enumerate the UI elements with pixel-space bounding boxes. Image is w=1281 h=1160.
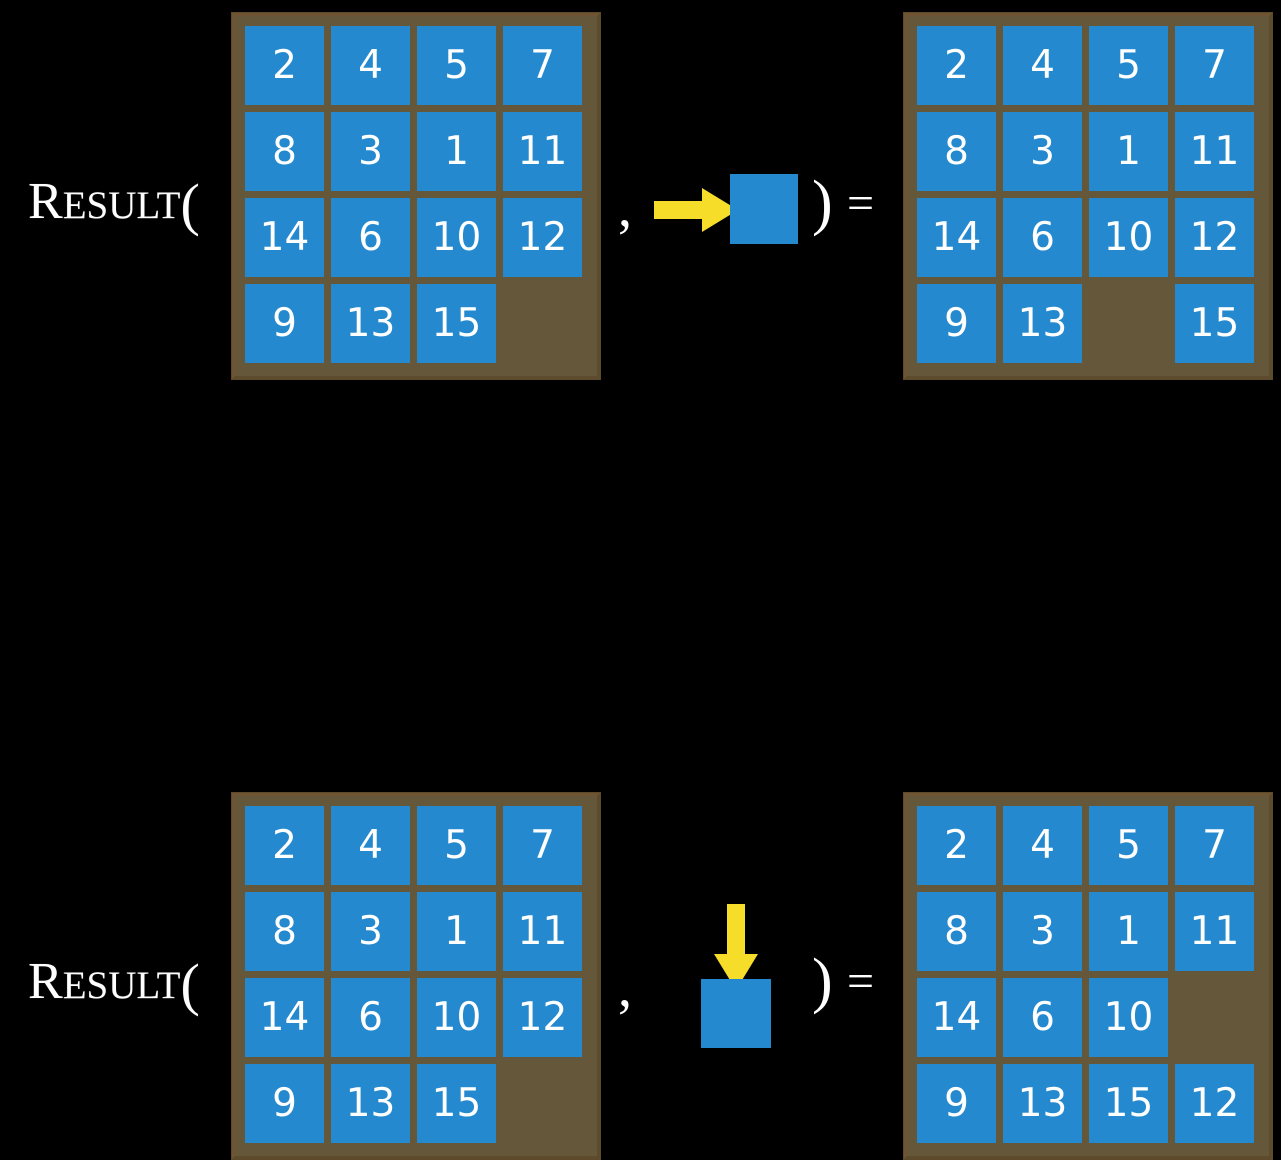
tile[interactable]: 9 (917, 1064, 996, 1143)
tile[interactable]: 10 (417, 978, 496, 1057)
equals-sign: = (847, 955, 875, 1008)
tile[interactable]: 7 (1175, 806, 1254, 885)
tile[interactable]: 13 (1003, 1064, 1082, 1143)
action-blank-square (730, 174, 798, 244)
tile[interactable]: 5 (417, 26, 496, 105)
arrow-right-icon (654, 188, 738, 232)
tile[interactable]: 15 (1175, 284, 1254, 363)
tile[interactable]: 5 (1089, 806, 1168, 885)
tile[interactable]: 13 (1003, 284, 1082, 363)
argument-separator-comma: , (618, 957, 632, 1019)
tile[interactable]: 3 (1003, 892, 1082, 971)
tile[interactable]: 15 (417, 284, 496, 363)
tile[interactable]: 9 (245, 284, 324, 363)
blank-cell[interactable] (503, 1064, 582, 1143)
tile[interactable]: 6 (1003, 978, 1082, 1057)
blank-cell[interactable] (1175, 978, 1254, 1057)
tile[interactable]: 6 (331, 198, 410, 277)
result-equation-row-1: RESULT( 2 4 5 7 8 3 1 11 14 6 10 12 9 13… (0, 0, 1281, 390)
tile[interactable]: 3 (331, 112, 410, 191)
tile[interactable]: 8 (917, 892, 996, 971)
tile[interactable]: 15 (1089, 1064, 1168, 1143)
tile[interactable]: 10 (417, 198, 496, 277)
arrow-down-icon (714, 904, 758, 990)
tile[interactable]: 1 (1089, 892, 1168, 971)
tile[interactable]: 7 (503, 806, 582, 885)
tile[interactable]: 14 (917, 978, 996, 1057)
tile[interactable]: 12 (503, 978, 582, 1057)
puzzle-board-input-1[interactable]: 2 4 5 7 8 3 1 11 14 6 10 12 9 13 15 (231, 12, 601, 380)
tile[interactable]: 6 (1003, 198, 1082, 277)
tile[interactable]: 3 (331, 892, 410, 971)
result-function-label: RESULT( (28, 956, 200, 1014)
tile[interactable]: 3 (1003, 112, 1082, 191)
tile[interactable]: 8 (245, 112, 324, 191)
tile[interactable]: 14 (917, 198, 996, 277)
tile[interactable]: 5 (417, 806, 496, 885)
equals-sign: = (847, 177, 875, 230)
tile[interactable]: 15 (417, 1064, 496, 1143)
close-paren: ) (812, 169, 833, 237)
tile[interactable]: 10 (1089, 198, 1168, 277)
tile[interactable]: 2 (917, 806, 996, 885)
tile[interactable]: 12 (1175, 1064, 1254, 1143)
open-paren: ( (180, 172, 200, 237)
tile[interactable]: 7 (1175, 26, 1254, 105)
tile[interactable]: 11 (503, 112, 582, 191)
puzzle-board-input-2[interactable]: 2 4 5 7 8 3 1 11 14 6 10 12 9 13 15 (231, 792, 601, 1160)
tile[interactable]: 7 (503, 26, 582, 105)
tile[interactable]: 10 (1089, 978, 1168, 1057)
result-label-smallcaps: ESULT (62, 184, 181, 227)
blank-cell[interactable] (503, 284, 582, 363)
tile[interactable]: 14 (245, 978, 324, 1057)
tile[interactable]: 8 (245, 892, 324, 971)
tile[interactable]: 12 (503, 198, 582, 277)
tile[interactable]: 2 (245, 26, 324, 105)
tile[interactable]: 4 (331, 806, 410, 885)
tile[interactable]: 1 (417, 112, 496, 191)
tile[interactable]: 4 (1003, 806, 1082, 885)
result-label-smallcaps: ESULT (62, 964, 181, 1007)
tile[interactable]: 12 (1175, 198, 1254, 277)
result-label-capital: R (28, 173, 63, 230)
tile[interactable]: 11 (503, 892, 582, 971)
tile[interactable]: 5 (1089, 26, 1168, 105)
tile[interactable]: 4 (1003, 26, 1082, 105)
puzzle-board-result-1[interactable]: 2 4 5 7 8 3 1 11 14 6 10 12 9 13 15 (903, 12, 1273, 380)
tile[interactable]: 2 (917, 26, 996, 105)
tile[interactable]: 6 (331, 978, 410, 1057)
tile[interactable]: 4 (331, 26, 410, 105)
tile[interactable]: 11 (1175, 112, 1254, 191)
tile[interactable]: 14 (245, 198, 324, 277)
blank-cell[interactable] (1089, 284, 1168, 363)
open-paren: ( (180, 952, 200, 1017)
tile[interactable]: 13 (331, 284, 410, 363)
tile[interactable]: 8 (917, 112, 996, 191)
tile[interactable]: 9 (917, 284, 996, 363)
tile[interactable]: 1 (417, 892, 496, 971)
action-blank-square (701, 979, 771, 1048)
tile[interactable]: 13 (331, 1064, 410, 1143)
tile[interactable]: 1 (1089, 112, 1168, 191)
puzzle-board-result-2[interactable]: 2 4 5 7 8 3 1 11 14 6 10 9 13 15 12 (903, 792, 1273, 1160)
result-function-label: RESULT( (28, 176, 200, 234)
result-label-capital: R (28, 953, 63, 1010)
tile[interactable]: 11 (1175, 892, 1254, 971)
tile[interactable]: 9 (245, 1064, 324, 1143)
tile[interactable]: 2 (245, 806, 324, 885)
result-equation-row-2: RESULT( 2 4 5 7 8 3 1 11 14 6 10 12 9 13… (0, 390, 1281, 1160)
argument-separator-comma: , (618, 177, 632, 239)
close-paren: ) (812, 947, 833, 1015)
